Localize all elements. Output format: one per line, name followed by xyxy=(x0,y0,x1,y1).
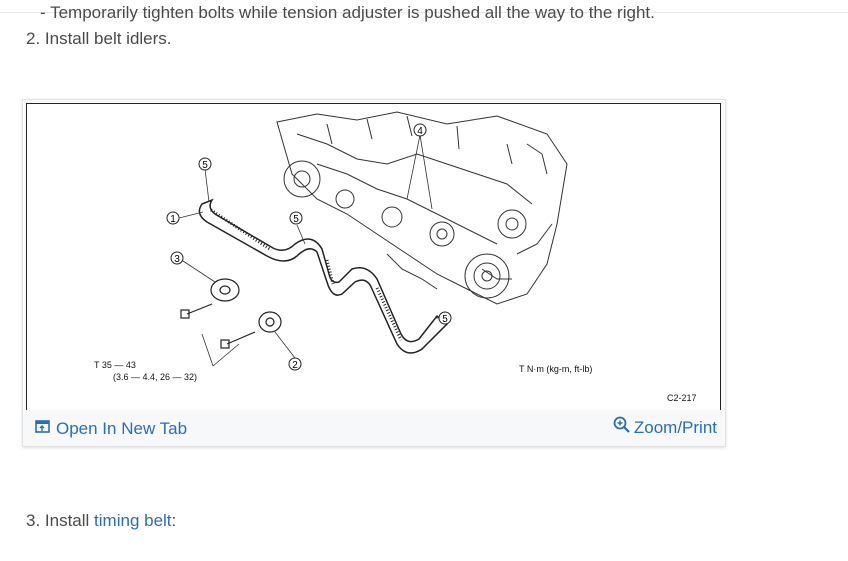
callout-2: 2 xyxy=(292,360,298,371)
zoom-print-label: Zoom/Print xyxy=(633,417,717,437)
belt-teeth xyxy=(210,208,403,341)
callout-5b: 5 xyxy=(293,214,299,225)
step-3-suffix: : xyxy=(171,511,177,530)
external-window-icon xyxy=(35,419,50,439)
magnifier-plus-icon xyxy=(613,416,631,439)
callouts: 5 1 3 5 4 5 2 xyxy=(166,123,452,371)
torque-line-1: T 35 — 43 xyxy=(94,360,136,370)
figure-card: 5 1 3 5 4 5 2 T 35 — 43 (3.6 — 4.4, 26 —… xyxy=(22,99,726,447)
timing-belt-link[interactable]: timing belt xyxy=(94,511,172,530)
callout-5a: 5 xyxy=(202,160,208,171)
belt-idlers xyxy=(210,278,282,333)
diagram-svg: 5 1 3 5 4 5 2 T 35 — 43 (3.6 — 4.4, 26 —… xyxy=(94,111,697,403)
torque-line-2: (3.6 — 4.4, 26 — 32) xyxy=(113,372,197,382)
torque-legend: T N·m (kg-m, ft-lb) xyxy=(519,364,592,374)
open-in-new-tab-label: Open In New Tab xyxy=(56,419,188,438)
substep-text: - Temporarily tighten bolts while tensio… xyxy=(40,3,655,22)
callout-1: 1 xyxy=(170,214,176,225)
figure-code: C2-217 xyxy=(667,393,697,403)
callout-4: 4 xyxy=(417,126,423,137)
timing-belt xyxy=(198,198,449,354)
callout-5c: 5 xyxy=(442,314,448,325)
engine-block-drawing xyxy=(276,111,568,305)
step-3-prefix: 3. Install xyxy=(26,511,95,530)
figure-labels: T 35 — 43 (3.6 — 4.4, 26 — 32) T N·m (kg… xyxy=(94,360,697,403)
step-3: 3. Install timing belt: xyxy=(26,511,176,531)
figure-actions-bar: Open In New Tab Zoom/Print xyxy=(23,410,725,446)
leader-lines xyxy=(178,134,449,367)
substep-label: Temporarily tighten bolts while tension … xyxy=(50,3,655,22)
zoom-print-link[interactable]: Zoom/Print xyxy=(613,416,717,439)
open-in-new-tab-link[interactable]: Open In New Tab xyxy=(35,419,187,439)
step-2: 2. Install belt idlers. xyxy=(26,29,172,48)
callout-3: 3 xyxy=(174,254,180,265)
timing-belt-diagram[interactable]: 5 1 3 5 4 5 2 T 35 — 43 (3.6 — 4.4, 26 —… xyxy=(26,103,721,411)
top-divider xyxy=(0,0,848,13)
idler-bolts xyxy=(180,303,256,349)
